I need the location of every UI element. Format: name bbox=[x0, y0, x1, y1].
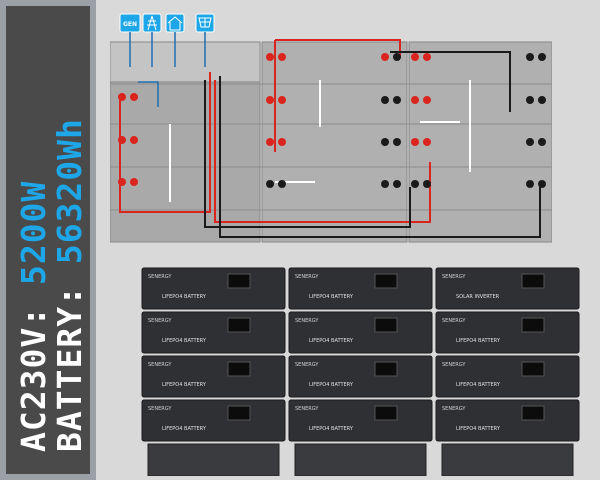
battery-unit: SENERGY LIFEPO4 BATTERY bbox=[141, 399, 286, 442]
brand-label: SENERGY bbox=[148, 362, 172, 368]
display-screen bbox=[227, 405, 251, 421]
inverter-label: SOLAR INVERTER bbox=[456, 294, 500, 300]
sidebar-panel bbox=[6, 6, 90, 474]
battery-value: 56320Wh bbox=[50, 118, 89, 265]
brand-label: SENERGY bbox=[148, 318, 172, 324]
cabinet-base bbox=[441, 443, 574, 476]
battery-label: LIFEPO4 BATTERY bbox=[456, 382, 501, 388]
display-screen bbox=[227, 273, 251, 289]
brand-label: SENERGY bbox=[295, 318, 319, 324]
solar-panel-icon bbox=[195, 13, 215, 33]
battery-label: LIFEPO4 BATTERY bbox=[309, 294, 354, 300]
battery-label: LIFEPO4 BATTERY bbox=[162, 338, 207, 344]
battery-unit: SENERGY LIFEPO4 BATTERY bbox=[288, 399, 433, 442]
inverter-unit: SENERGY SOLAR INVERTER bbox=[435, 267, 580, 310]
display-screen bbox=[374, 405, 398, 421]
display-screen bbox=[521, 317, 545, 333]
display-screen bbox=[227, 317, 251, 333]
battery-capacity-text: BATTERY: 56320Wh bbox=[50, 118, 89, 452]
display-screen bbox=[374, 317, 398, 333]
wiring-diagram: GEN bbox=[110, 13, 552, 243]
battery-terminals bbox=[118, 53, 546, 188]
display-screen bbox=[521, 405, 545, 421]
house-icon bbox=[165, 13, 185, 33]
battery-unit: SENERGY LIFEPO4 BATTERY bbox=[435, 355, 580, 398]
battery-label: LIFEPO4 BATTERY bbox=[162, 382, 207, 388]
brand-label: SENERGY bbox=[295, 406, 319, 412]
battery-unit: SENERGY LIFEPO4 BATTERY bbox=[141, 355, 286, 398]
grid-tower-icon bbox=[142, 13, 162, 33]
display-screen bbox=[521, 273, 545, 289]
battery-unit: SENERGY LIFEPO4 BATTERY bbox=[141, 311, 286, 354]
battery-unit: SENERGY LIFEPO4 BATTERY bbox=[435, 399, 580, 442]
brand-label: SENERGY bbox=[148, 274, 172, 280]
brand-label: SENERGY bbox=[295, 274, 319, 280]
battery-label: LIFEPO4 BATTERY bbox=[162, 294, 207, 300]
ac-power-text: AC230V: 5200W bbox=[14, 181, 53, 452]
battery-unit: SENERGY LIFEPO4 BATTERY bbox=[288, 311, 433, 354]
display-screen bbox=[521, 361, 545, 377]
battery-label: LIFEPO4 BATTERY bbox=[309, 382, 354, 388]
cabinet-base bbox=[294, 443, 427, 476]
cabinet-base bbox=[147, 443, 280, 476]
battery-label: LIFEPO4 BATTERY bbox=[162, 426, 207, 432]
display-screen bbox=[227, 361, 251, 377]
battery-label: LIFEPO4 BATTERY bbox=[456, 338, 501, 344]
display-screen bbox=[374, 273, 398, 289]
generator-icon: GEN bbox=[119, 13, 141, 33]
battery-label: LIFEPO4 BATTERY bbox=[309, 338, 354, 344]
brand-label: SENERGY bbox=[295, 362, 319, 368]
brand-label: SENERGY bbox=[442, 406, 466, 412]
brand-label: SENERGY bbox=[148, 406, 172, 412]
battery-unit: SENERGY LIFEPO4 BATTERY bbox=[288, 267, 433, 310]
display-screen bbox=[374, 361, 398, 377]
generator-label: GEN bbox=[123, 21, 137, 28]
brand-label: SENERGY bbox=[442, 318, 466, 324]
battery-label: LIFEPO4 BATTERY bbox=[456, 426, 501, 432]
sidebar-banner: AC230V: 5200W BATTERY: 56320Wh bbox=[0, 0, 96, 480]
ac-value: 5200W bbox=[14, 180, 53, 286]
brand-label: SENERGY bbox=[442, 362, 466, 368]
battery-label: LIFEPO4 BATTERY bbox=[309, 426, 354, 432]
brand-label: SENERGY bbox=[442, 274, 466, 280]
battery-unit: SENERGY LIFEPO4 BATTERY bbox=[288, 355, 433, 398]
battery-cabinet-stack: SENERGY LIFEPO4 BATTERY SENERGY LIFEPO4 BAT… bbox=[141, 267, 580, 476]
battery-label: BATTERY: bbox=[50, 285, 89, 452]
battery-unit: SENERGY LIFEPO4 BATTERY bbox=[141, 267, 286, 310]
battery-unit: SENERGY LIFEPO4 BATTERY bbox=[435, 311, 580, 354]
ac-label: AC230V: bbox=[14, 305, 53, 452]
